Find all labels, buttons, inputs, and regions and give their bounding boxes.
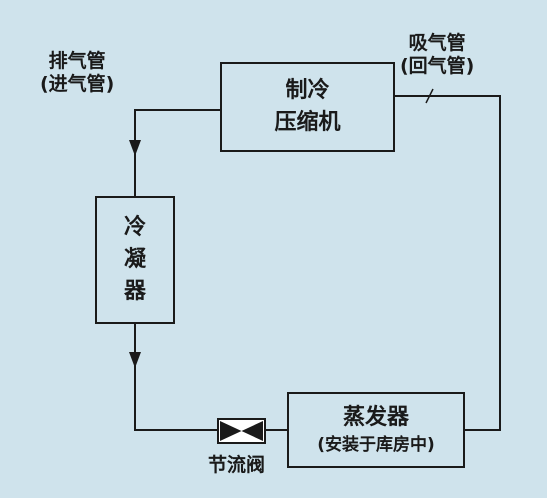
suction-pipe-label: 吸气管 (回气管) bbox=[400, 32, 474, 78]
compressor-box: 制冷 压缩机 bbox=[220, 62, 395, 152]
compressor-label-line1: 制冷 bbox=[285, 78, 330, 104]
discharge-pipe-label-line2: (进气管) bbox=[40, 72, 115, 95]
evaporator-label-line1: 蒸发器 bbox=[342, 404, 409, 430]
arrow-down-icon bbox=[129, 352, 141, 368]
throttle-valve-label: 节流阀 bbox=[208, 454, 266, 476]
suction-label-pointer bbox=[425, 88, 434, 104]
discharge-pipe-label: 排气管 (进气管) bbox=[40, 50, 114, 96]
condenser-label-line2: 凝 bbox=[123, 247, 146, 273]
suction-pipe-label-line2: (回气管) bbox=[400, 54, 475, 77]
condenser-box: 冷 凝 器 bbox=[95, 196, 175, 324]
condenser-label-line3: 器 bbox=[123, 278, 146, 304]
suction-pipe-label-line1: 吸气管 bbox=[408, 32, 466, 54]
discharge-pipe-label-line1: 排气管 bbox=[48, 50, 106, 72]
throttle-valve-icon bbox=[217, 418, 266, 444]
evaporator-box: 蒸发器 (安装于库房中) bbox=[287, 392, 465, 468]
arrow-down-icon bbox=[129, 140, 141, 156]
condenser-label-line1: 冷 bbox=[123, 215, 146, 241]
compressor-label-line2: 压缩机 bbox=[274, 110, 341, 135]
evaporator-label-line2: (安装于库房中) bbox=[317, 434, 435, 455]
discharge-pipe-line bbox=[134, 109, 222, 197]
liquid-pipe-line bbox=[134, 322, 218, 431]
suction-pipe-line bbox=[393, 95, 501, 431]
